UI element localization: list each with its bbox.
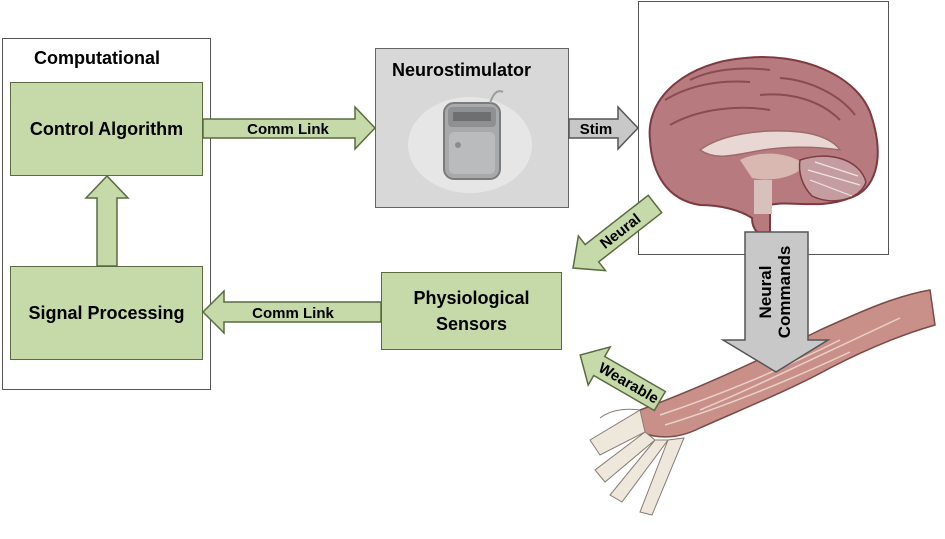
signal-processing-label: Signal Processing	[28, 302, 185, 323]
physiological-sensors-box[interactable]: Physiological Sensors	[381, 272, 562, 350]
signal-processing-box[interactable]: Signal Processing	[10, 266, 203, 360]
wearable-arrow: Wearable	[579, 345, 667, 412]
physiological-sensors-line2: Sensors	[435, 314, 508, 334]
comm-link-top-label: Comm Link	[247, 121, 329, 138]
control-algorithm-label: Control Algorithm	[29, 118, 184, 139]
neural-arrow: Neural	[572, 194, 663, 272]
computational-title: Computational	[34, 48, 160, 68]
comm-link-bottom-label: Comm Link	[252, 305, 334, 322]
neurostimulator-title: Neurostimulator	[392, 60, 532, 80]
physiological-sensors-line1: Physiological	[413, 288, 530, 308]
stim-arrow: Stim	[568, 105, 640, 151]
comm-link-bottom-arrow: Comm Link	[201, 289, 382, 335]
neurostimulator-device-image	[408, 90, 532, 193]
neural-commands-arrow: Neural Commands	[720, 231, 831, 373]
neural-commands-line1: Neural	[756, 266, 775, 319]
stim-label: Stim	[580, 121, 613, 138]
neural-commands-line2: Commands	[775, 246, 794, 339]
control-algorithm-box[interactable]: Control Algorithm	[10, 82, 203, 176]
comm-link-top-arrow: Comm Link	[202, 105, 377, 151]
signal-to-control-arrow	[84, 174, 130, 267]
brain-image	[648, 56, 879, 237]
